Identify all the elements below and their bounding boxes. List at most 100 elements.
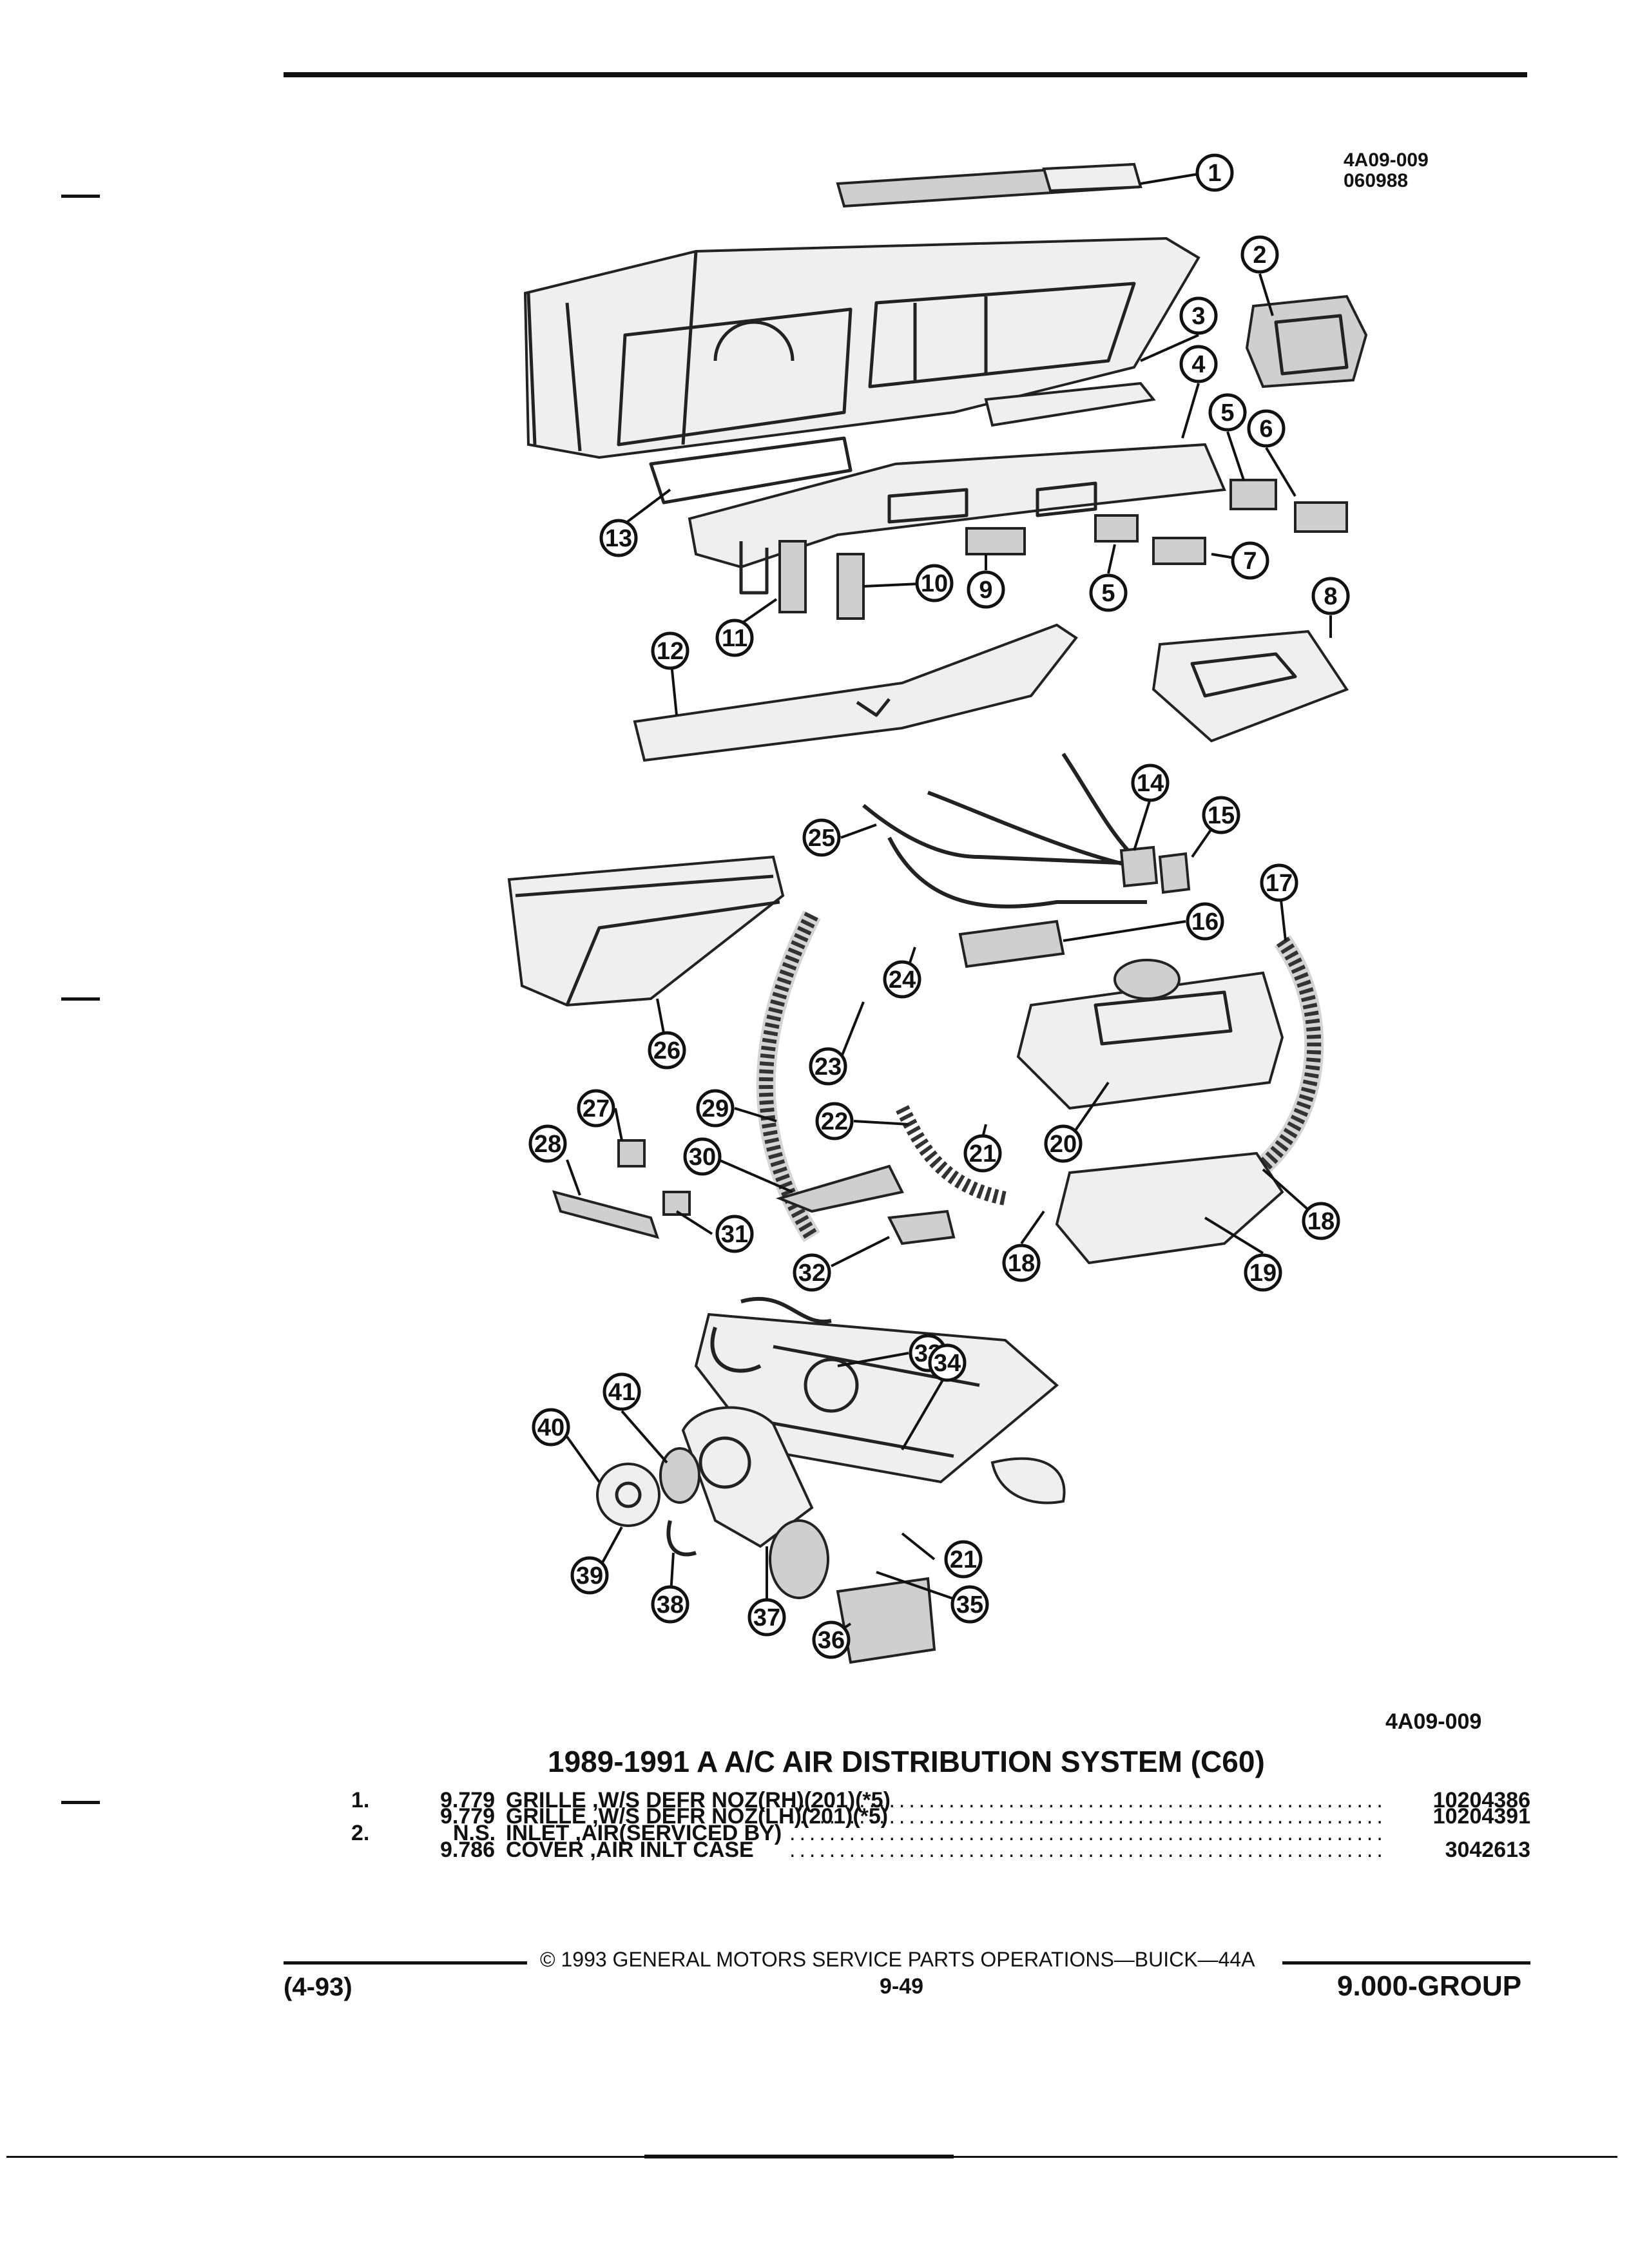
callout-number: 21 [969, 1140, 996, 1168]
callout-29: 29 [696, 1089, 735, 1128]
group-code: 9.779 [440, 1804, 496, 1829]
distribution-case [507, 855, 785, 1007]
parts-row: 2.N.S.INLET ,AIR(SERVICED BY)...........… [0, 1821, 1629, 1848]
callout-35: 35 [950, 1585, 989, 1624]
callout-25: 25 [802, 818, 841, 857]
ref-number: 1. [351, 1788, 370, 1812]
callout-number: 37 [753, 1604, 780, 1631]
leader-dots: ........................................… [789, 1821, 1382, 1845]
callout-number: 7 [1243, 548, 1257, 575]
callout-number: 30 [689, 1144, 716, 1171]
left-binding-mark-2 [61, 997, 100, 1001]
leader-dots: ........................................… [789, 1804, 1382, 1829]
callout-20: 20 [1044, 1124, 1083, 1163]
callout-18: 18 [1002, 1244, 1041, 1282]
callout-number: 19 [1249, 1260, 1277, 1287]
callout-9: 9 [967, 570, 1005, 609]
callout-number: 40 [537, 1414, 564, 1441]
callout-12: 12 [651, 631, 689, 670]
callout-22: 22 [815, 1102, 854, 1140]
footer-page: 9-49 [880, 1974, 924, 1999]
callout-number: 17 [1266, 870, 1293, 897]
bottom-rule-dark [644, 2155, 954, 2158]
hoses [756, 910, 1324, 1242]
callout-number: 5 [1101, 580, 1115, 607]
part-description: GRILLE ,W/S DEFR NOZ(RH)(201)(*5) [506, 1788, 891, 1812]
defroster-grille [836, 162, 1142, 208]
callout-4: 4 [1179, 345, 1218, 383]
callout-number: 34 [934, 1350, 961, 1377]
center-duct [984, 381, 1156, 427]
callout-17: 17 [1260, 863, 1298, 902]
footer-copyright: © 1993 GENERAL MOTORS SERVICE PARTS OPER… [540, 1948, 1255, 1971]
callout-27: 27 [577, 1089, 615, 1128]
callout-28: 28 [528, 1124, 567, 1163]
callout-number: 41 [608, 1379, 635, 1406]
group-code: 9.779 [440, 1788, 496, 1812]
leader-dots: ........................................… [789, 1788, 1382, 1812]
trim-bezel [633, 623, 1078, 762]
floor-outlet [1055, 1151, 1284, 1265]
callout-number: 32 [798, 1260, 825, 1287]
callout-number: 8 [1324, 583, 1337, 610]
callout-number: 18 [1008, 1250, 1035, 1277]
callout-14: 14 [1131, 764, 1170, 802]
footer-date: (4-93) [284, 1973, 352, 2001]
group-code: N.S. [453, 1821, 496, 1845]
callout-24: 24 [883, 960, 921, 999]
control-assembly [958, 919, 1065, 968]
group-code: 9.786 [440, 1838, 496, 1862]
callout-number: 38 [657, 1591, 684, 1619]
callout-number: 28 [534, 1131, 561, 1158]
figure-code-bottom: 4A09-009 [1385, 1709, 1482, 1734]
callout-19: 19 [1244, 1253, 1282, 1292]
blower-housing [681, 1406, 936, 1664]
callout-number: 26 [653, 1037, 680, 1064]
callout-number: 24 [889, 966, 916, 994]
callout-number: 11 [722, 625, 747, 652]
blower-motor [596, 1447, 700, 1557]
callout-5: 5 [1089, 573, 1128, 612]
firewall-assembly [694, 1312, 1066, 1504]
callout-41: 41 [602, 1372, 641, 1411]
footer-rule-right [1282, 1961, 1530, 1965]
callout-37: 37 [747, 1598, 786, 1637]
callout-31: 31 [715, 1215, 754, 1253]
callout-number: 39 [576, 1562, 603, 1590]
callout-7: 7 [1231, 541, 1269, 580]
console-trim [1152, 629, 1349, 743]
callout-38: 38 [651, 1585, 689, 1624]
callout-8: 8 [1311, 577, 1350, 615]
callout-32: 32 [793, 1253, 831, 1292]
callout-2: 2 [1240, 235, 1279, 274]
callout-number: 18 [1307, 1208, 1335, 1235]
figure-code-top: 4A09-009 [1344, 149, 1429, 171]
engine-harness [710, 1296, 832, 1373]
callout-number: 20 [1050, 1131, 1077, 1158]
callout-number: 23 [815, 1053, 842, 1081]
leader-dots: ........................................… [789, 1838, 1382, 1862]
callout-3: 3 [1179, 296, 1218, 335]
callout-21: 21 [944, 1540, 983, 1579]
callout-number: 22 [821, 1108, 848, 1135]
callout-number: 29 [702, 1095, 729, 1122]
callout-11: 11 [715, 619, 754, 657]
callout-number: 3 [1191, 303, 1205, 330]
main-air-duct [649, 436, 1226, 595]
part-number: 10204386 [1432, 1788, 1530, 1812]
callout-number: 16 [1191, 908, 1219, 936]
callout-number: 27 [583, 1095, 610, 1122]
callout-number: 15 [1208, 802, 1235, 829]
part-number: 10204391 [1432, 1804, 1530, 1829]
wiring-harness [862, 753, 1191, 908]
callout-34: 34 [928, 1343, 967, 1382]
callout-number: 25 [808, 825, 835, 852]
callout-1: 1 [1195, 153, 1234, 192]
heater-module [1016, 959, 1284, 1110]
left-binding-mark-1 [61, 195, 100, 198]
callout-number: 13 [605, 525, 632, 552]
callout-15: 15 [1202, 796, 1240, 834]
